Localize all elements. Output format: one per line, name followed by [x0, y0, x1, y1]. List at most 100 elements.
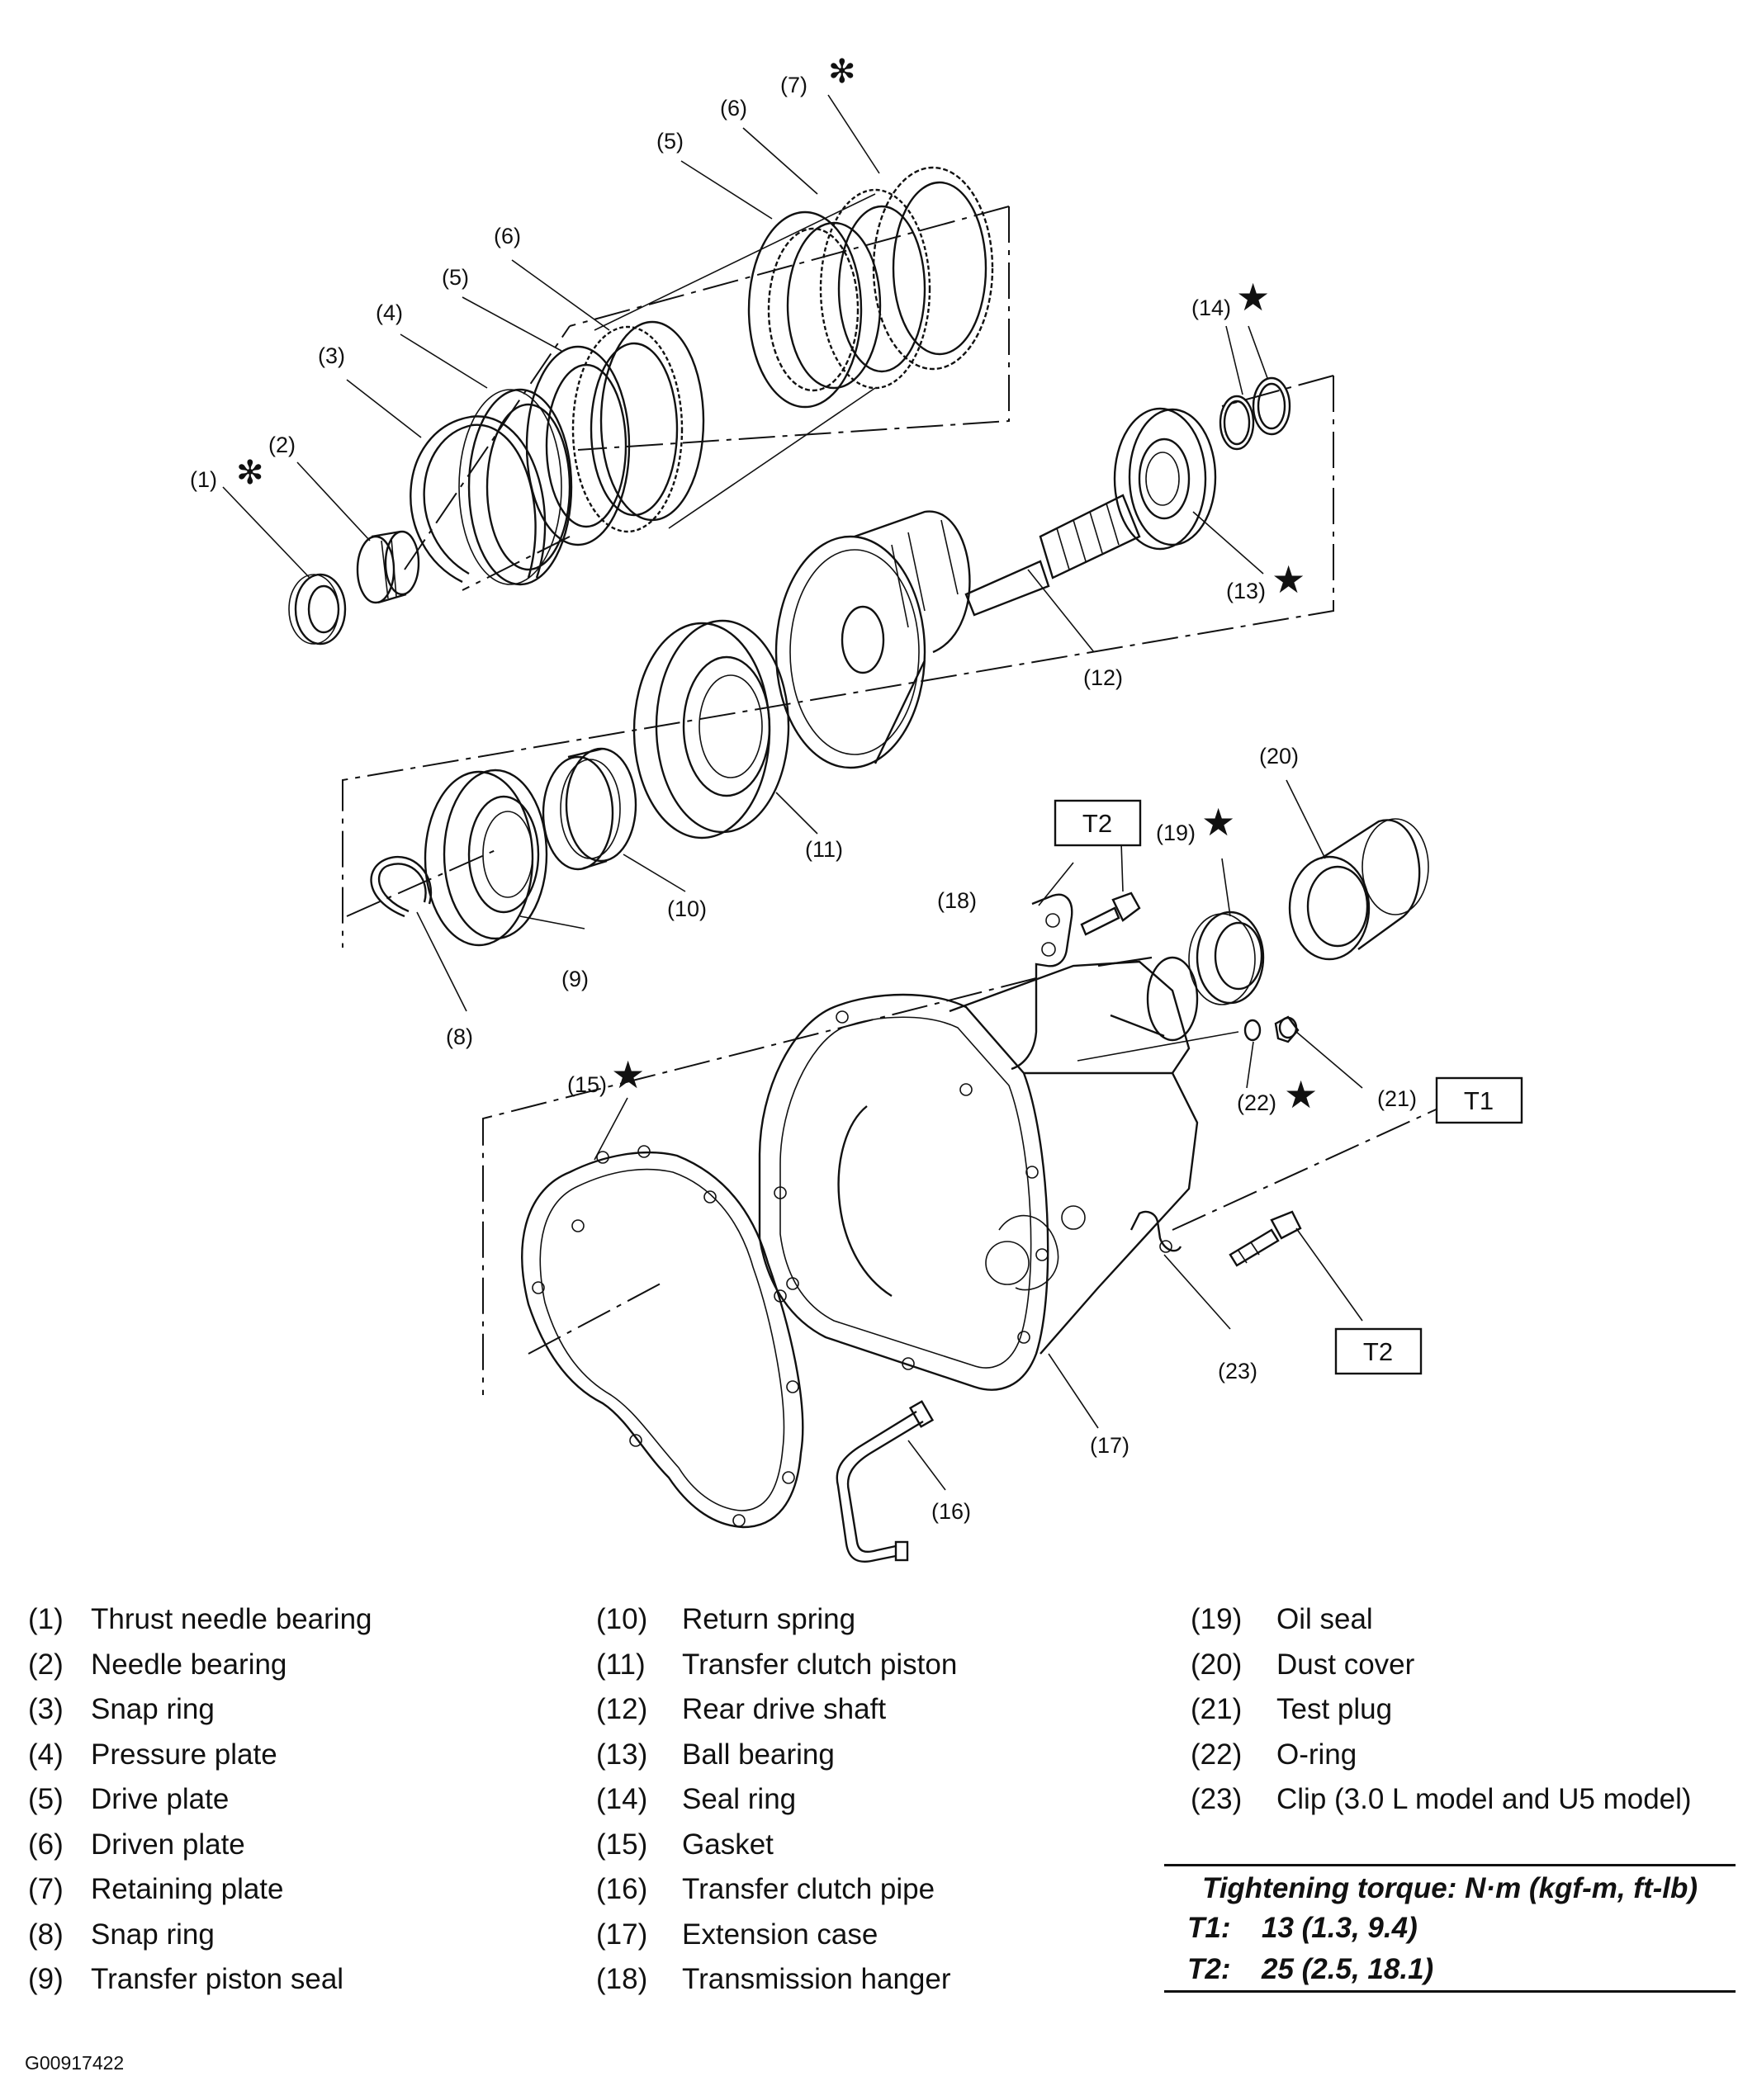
torque-value: 25 (2.5, 18.1)	[1262, 1953, 1434, 1985]
legend-item-number: (15)	[596, 1828, 648, 1861]
svg-text:T2: T2	[1082, 809, 1112, 838]
legend-item-name: Seal ring	[682, 1783, 797, 1815]
legend-item-number: (13)	[596, 1738, 648, 1771]
snap-ring-small	[370, 856, 432, 918]
needle-bearing	[356, 530, 420, 604]
legend-item-number: (6)	[28, 1828, 64, 1861]
legend-item-number: (22)	[1191, 1738, 1243, 1771]
legend-item-number: (8)	[28, 1918, 64, 1951]
callout-16: (16)	[931, 1499, 971, 1524]
legend-item-number: (7)	[28, 1873, 64, 1905]
legend-item-number: (21)	[1191, 1693, 1243, 1725]
legend-item-name: Snap ring	[91, 1918, 215, 1951]
legend-item-number: (18)	[596, 1963, 648, 1995]
bolt-lower	[1229, 1210, 1302, 1267]
dust-cover	[1288, 818, 1429, 961]
torque-table-title: Tightening torque: N·m (kgf-m, ft-lb)	[1201, 1872, 1698, 1904]
callout-3: (3)	[318, 343, 345, 368]
callout-5-front: (5)	[442, 265, 469, 290]
svg-text:T1: T1	[1464, 1086, 1494, 1115]
callout-labels: (1) ✻ (2) (3) (4) (5) (6) (5) (6) (7) ✻ …	[190, 54, 1417, 1524]
transfer-clutch-piston	[632, 619, 790, 840]
legend-item-name: Clip (3.0 L model and U5 model)	[1276, 1783, 1692, 1815]
legend-item-name: Retaining plate	[91, 1873, 284, 1905]
callout-1: (1)	[190, 467, 217, 492]
callout-4: (4)	[376, 300, 403, 325]
legend-item-name: Pressure plate	[91, 1738, 277, 1771]
legend-item-number: (10)	[596, 1603, 648, 1635]
legend-item-name: Gasket	[682, 1828, 774, 1861]
legend-item-number: (12)	[596, 1693, 648, 1725]
o-ring	[1243, 1019, 1262, 1042]
star-mark: ★	[1272, 558, 1305, 601]
thrust-needle-bearing	[288, 573, 347, 646]
star-mark: ★	[611, 1053, 645, 1096]
callout-11: (11)	[805, 837, 843, 862]
legend-item-name: Transfer clutch piston	[682, 1648, 958, 1681]
legend-item-name: Snap ring	[91, 1693, 215, 1725]
torque-box-t2-lower: T2	[1334, 1327, 1423, 1375]
callout-18: (18)	[937, 888, 977, 913]
star-mark: ★	[1284, 1073, 1318, 1116]
legend-item-number: (4)	[28, 1738, 64, 1771]
driven-plate-front	[571, 320, 705, 533]
leader-lines	[222, 94, 1363, 1491]
legend-item-number: (23)	[1191, 1783, 1243, 1815]
torque-key: T2:	[1187, 1953, 1231, 1985]
legend-item-name: Drive plate	[91, 1783, 230, 1815]
table-top-rule	[1164, 1864, 1736, 1866]
callout-23: (23)	[1218, 1359, 1257, 1383]
pressure-plate	[458, 388, 573, 586]
transfer-piston-seal	[424, 769, 548, 947]
torque-value: 13 (1.3, 9.4)	[1262, 1912, 1418, 1944]
legend-item-number: (19)	[1191, 1603, 1243, 1635]
legend-item-number: (14)	[596, 1783, 648, 1815]
torque-row-t2: T2: 25 (2.5, 18.1)	[1164, 1949, 1736, 1990]
callout-20: (20)	[1259, 744, 1299, 769]
callout-22: (22)	[1237, 1090, 1276, 1115]
tightening-torque-table: Tightening torque: N·m (kgf-m, ft-lb) T1…	[1164, 1864, 1736, 1993]
legend-item-name: Driven plate	[91, 1828, 245, 1861]
legend-item-name: Needle bearing	[91, 1648, 287, 1681]
gasket	[521, 1145, 804, 1529]
callout-2: (2)	[268, 433, 296, 457]
callout-9: (9)	[561, 967, 589, 991]
ball-bearing	[1113, 407, 1217, 551]
drive-plate-rear	[747, 210, 882, 409]
legend-item-name: Transfer piston seal	[91, 1963, 344, 1995]
callout-5-rear: (5)	[656, 129, 684, 154]
driven-plate-rear	[819, 188, 931, 390]
legend-item-number: (11)	[596, 1648, 646, 1681]
legend-item-name: Test plug	[1276, 1693, 1393, 1725]
callout-17: (17)	[1090, 1433, 1130, 1458]
callout-19: (19)	[1156, 821, 1196, 845]
callout-7: (7)	[780, 73, 807, 97]
svg-text:T2: T2	[1363, 1337, 1393, 1366]
asterisk-mark: ✻	[236, 455, 264, 491]
callout-6-front: (6)	[494, 224, 521, 248]
callout-6-rear: (6)	[720, 96, 747, 121]
star-mark: ★	[1236, 276, 1270, 319]
callout-21: (21)	[1377, 1086, 1417, 1111]
legend-item-number: (17)	[596, 1918, 648, 1951]
legend-item-number: (9)	[28, 1963, 64, 1995]
seal-rings	[1219, 376, 1291, 451]
callout-8: (8)	[446, 1024, 473, 1049]
legend-item-name: Dust cover	[1276, 1648, 1415, 1681]
callout-14: (14)	[1191, 296, 1231, 320]
drive-plate-front	[525, 345, 631, 546]
figure-code: G00917422	[25, 2052, 125, 2074]
table-bottom-rule	[1164, 1990, 1736, 1993]
legend-item-number: (20)	[1191, 1648, 1243, 1681]
clip	[1130, 1210, 1182, 1253]
snap-ring	[410, 415, 547, 584]
legend-item-name: Transmission hanger	[682, 1963, 951, 1995]
return-spring	[542, 747, 637, 871]
bolt-upper	[1080, 892, 1141, 936]
callout-13: (13)	[1226, 579, 1266, 603]
legend-item-name: O-ring	[1276, 1738, 1357, 1771]
legend-item-number: (16)	[596, 1873, 648, 1905]
transmission-hanger	[1011, 893, 1073, 1071]
star-mark: ★	[1201, 801, 1235, 844]
callout-12: (12)	[1083, 665, 1123, 690]
